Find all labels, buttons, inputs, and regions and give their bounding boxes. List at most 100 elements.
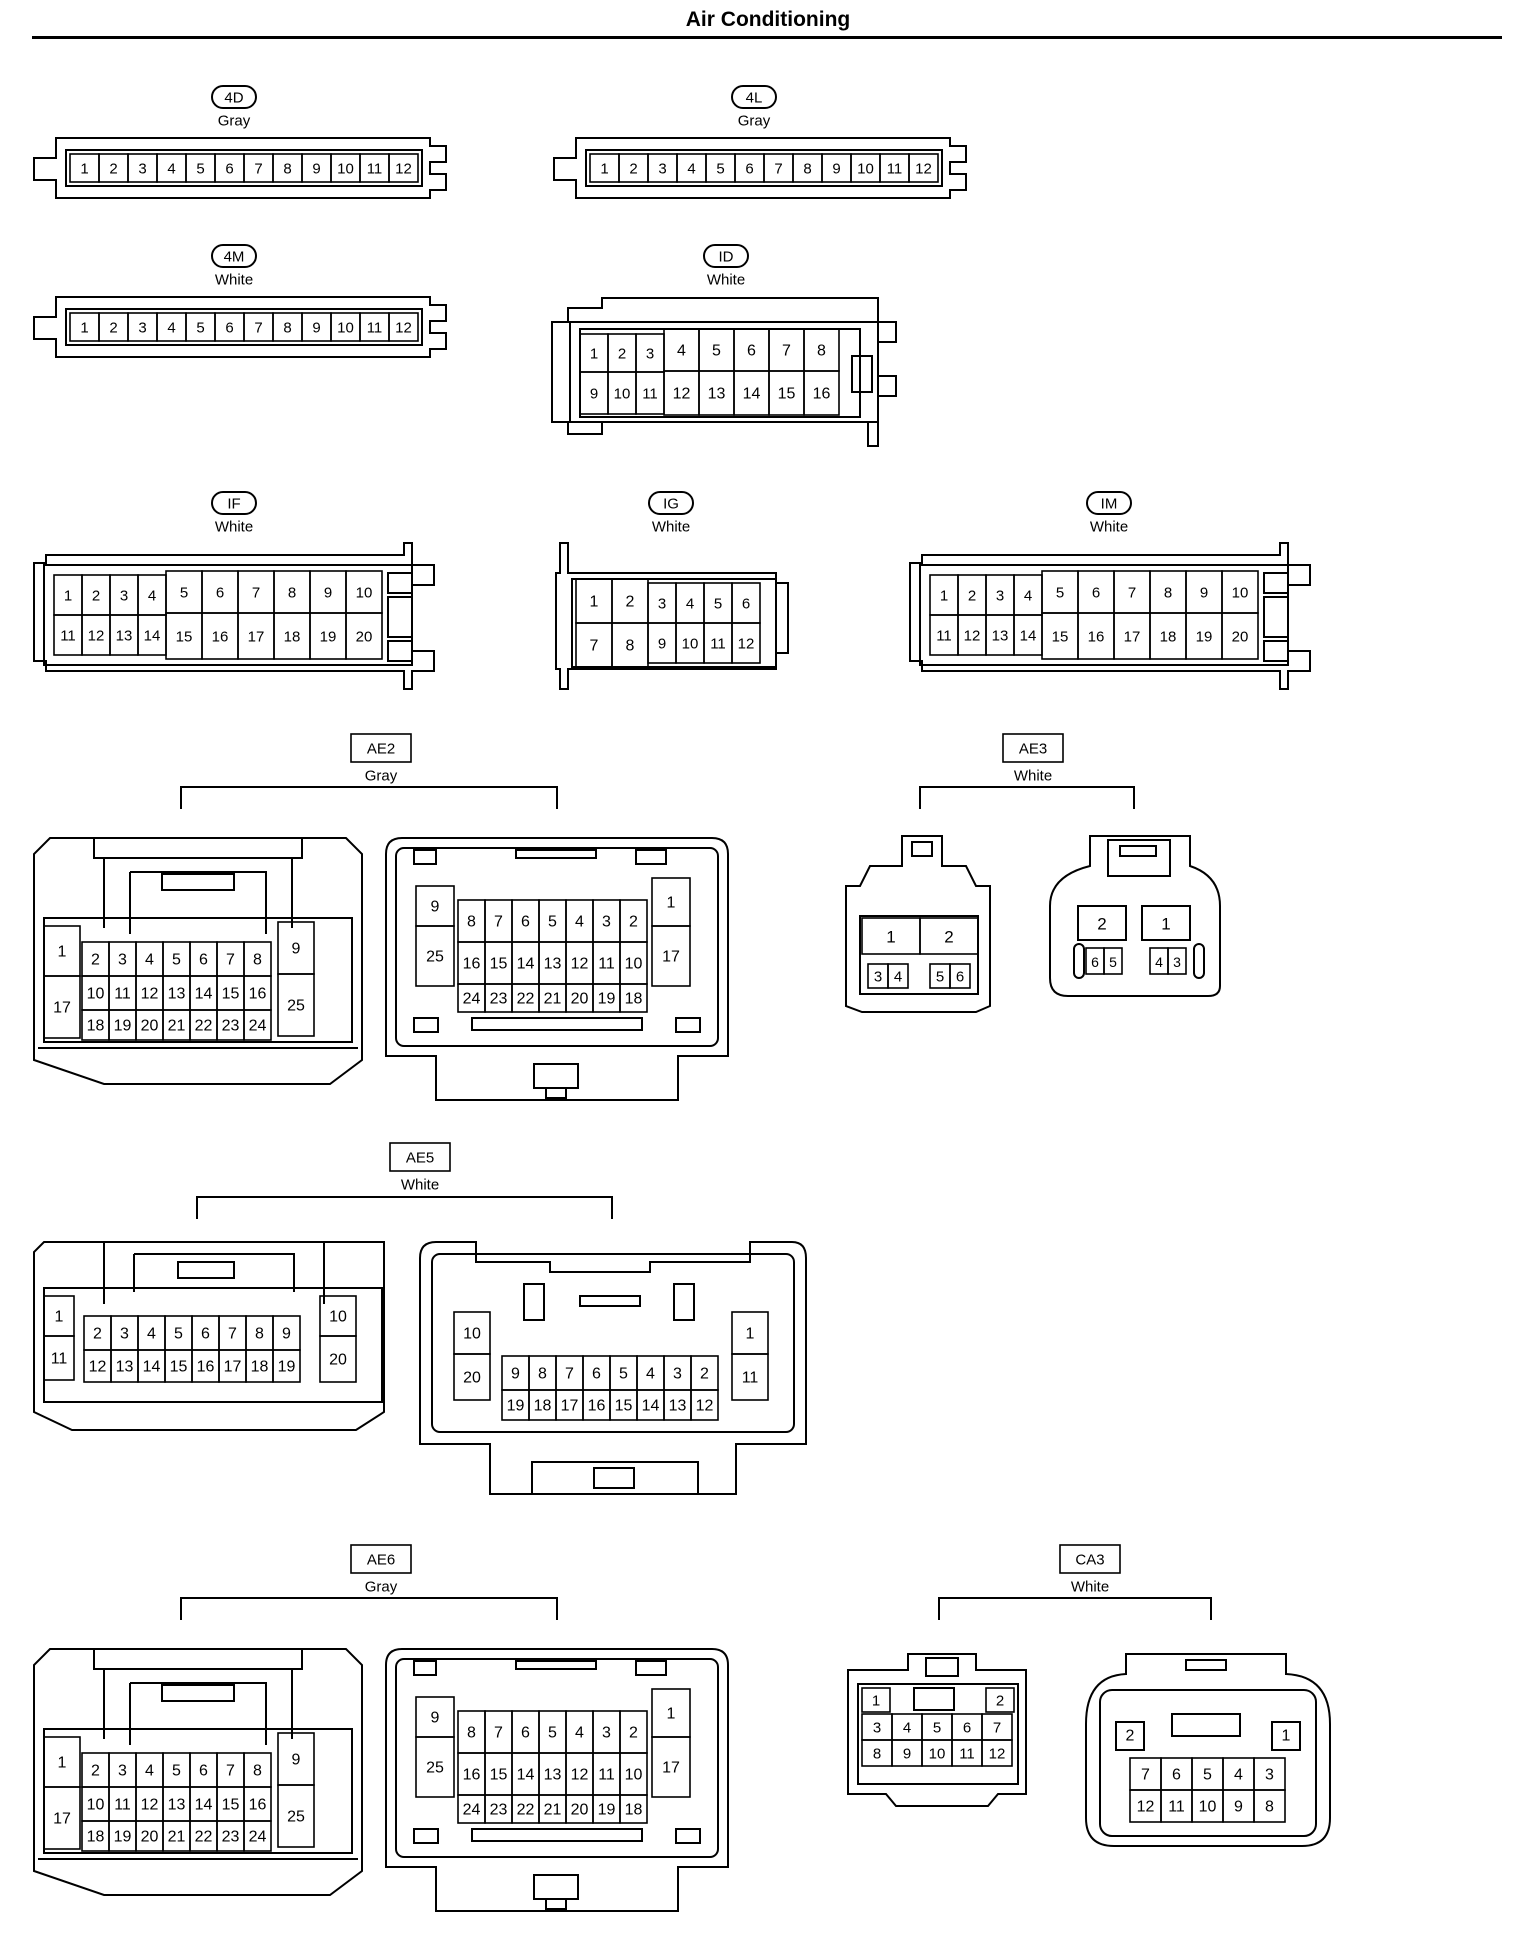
pin-number: 14	[642, 1398, 660, 1415]
pin-number: 4	[687, 161, 695, 178]
pin-cell	[272, 1349, 301, 1383]
page-title: Air Conditioning	[685, 8, 851, 31]
pin-number: 18	[625, 991, 643, 1008]
pin-number: 6	[745, 161, 753, 178]
pin-number: 3	[1173, 954, 1181, 970]
pin-number: 10	[87, 986, 105, 1003]
pin-number: 3	[996, 588, 1004, 605]
pin-number: 18	[87, 1829, 105, 1846]
pin-cell	[919, 917, 979, 955]
pin-number: 9	[511, 1366, 520, 1383]
connector-color: White	[215, 272, 253, 289]
title-rule	[32, 36, 1502, 39]
pin-number: 9	[903, 1746, 911, 1763]
pin-cell	[619, 1794, 648, 1824]
pin-cell	[43, 1786, 81, 1850]
pin-number: 13	[168, 986, 186, 1003]
pin-number: 4	[903, 1720, 911, 1737]
pin-number: 1	[886, 928, 895, 947]
pin-number: 1	[1161, 915, 1170, 934]
pin-number: 7	[226, 952, 235, 969]
pin-number: 8	[467, 914, 476, 931]
pin-number: 14	[517, 956, 535, 973]
pin-number: 3	[658, 596, 666, 613]
pin-number: 17	[662, 1760, 680, 1777]
pin-number: 5	[714, 596, 722, 613]
pin-number: 4	[145, 1763, 154, 1780]
pin-number: 10	[1232, 585, 1249, 602]
pin-cell	[415, 1736, 455, 1798]
pin-number: 13	[669, 1398, 687, 1415]
pin-number: 1	[58, 1755, 67, 1772]
pin-number: 12	[738, 636, 755, 653]
pin-number: 23	[490, 991, 508, 1008]
pin-number: 2	[93, 1326, 102, 1343]
pin-number: 7	[774, 161, 782, 178]
pin-number: 13	[544, 956, 562, 973]
pin-number: 19	[507, 1398, 525, 1415]
connector-code: AE2	[367, 741, 395, 758]
pin-number: 20	[356, 629, 373, 646]
pin-number: 14	[743, 386, 761, 403]
pin-number: 6	[747, 343, 756, 360]
pin-number: 16	[249, 986, 267, 1003]
pin-number: 4	[145, 952, 154, 969]
pin-number: 4	[1155, 954, 1163, 970]
pin-number: 11	[598, 1767, 615, 1784]
pin-number: 17	[662, 949, 680, 966]
pin-number: 1	[590, 346, 598, 363]
pin-number: 5	[1109, 954, 1117, 970]
pin-number: 23	[222, 1018, 240, 1035]
pin-number: 18	[87, 1018, 105, 1035]
pin-number: 17	[224, 1359, 242, 1376]
pin-number: 15	[222, 1797, 240, 1814]
pin-number: 9	[282, 1326, 291, 1343]
pin-number: 10	[682, 636, 699, 653]
pin-number: 11	[367, 320, 383, 337]
bracket	[180, 786, 558, 809]
pin-number: 10	[337, 320, 354, 337]
pin-number: 20	[571, 1802, 589, 1819]
pin-number: 1	[667, 895, 676, 912]
pin-number: 17	[248, 629, 265, 646]
pin-number: 11	[367, 161, 383, 178]
pin-number: 15	[222, 986, 240, 1003]
connector-color: Gray	[365, 1579, 398, 1596]
pin-number: 6	[1092, 585, 1100, 602]
pin-number: 20	[1232, 629, 1249, 646]
pin-number: 7	[254, 161, 262, 178]
pin-number: 1	[940, 588, 948, 605]
pin-number: 6	[225, 320, 233, 337]
pin-number: 15	[1052, 629, 1069, 646]
pin-number: 9	[312, 320, 320, 337]
pin-number: 3	[602, 914, 611, 931]
pin-number: 8	[253, 952, 262, 969]
pin-number: 2	[996, 1693, 1004, 1710]
pin-number: 5	[936, 969, 944, 986]
pin-number: 12	[964, 628, 981, 645]
connector-color: Gray	[365, 768, 398, 785]
pin-number: 15	[170, 1359, 188, 1376]
pin-number: 5	[172, 952, 181, 969]
pin-number: 10	[87, 1797, 105, 1814]
pin-cell	[651, 925, 691, 987]
pin-number: 3	[120, 588, 128, 605]
pin-number: 11	[1168, 1799, 1185, 1816]
pin-number: 4	[686, 596, 694, 613]
pin-number: 12	[141, 1797, 159, 1814]
pin-number: 4	[575, 914, 584, 931]
pin-number: 19	[114, 1018, 132, 1035]
pin-number: 20	[329, 1352, 347, 1369]
pin-cell	[319, 1335, 357, 1383]
pin-number: 11	[60, 628, 76, 645]
pin-number: 13	[116, 1359, 134, 1376]
pin-number: 11	[887, 161, 903, 178]
connector-color: White	[1090, 519, 1128, 536]
pin-number: 6	[521, 914, 530, 931]
pin-number: 16	[588, 1398, 606, 1415]
